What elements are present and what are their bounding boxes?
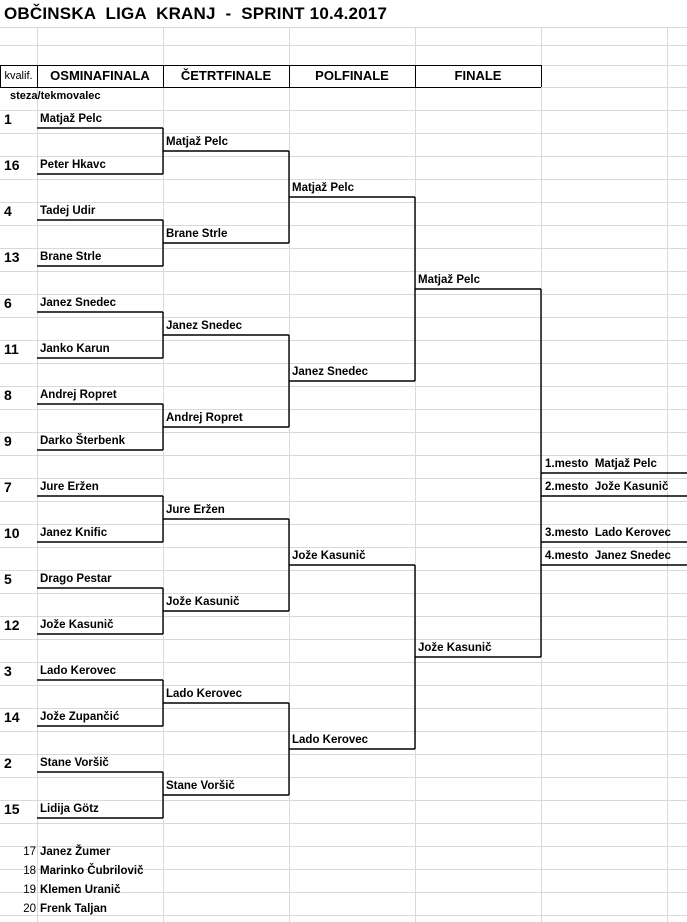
- round2-competitor: Janez Snedec: [166, 320, 243, 332]
- reserve-number: 17: [23, 846, 36, 858]
- round2-competitor: Stane Voršič: [166, 780, 235, 792]
- round1-competitor: Janko Karun: [40, 343, 110, 355]
- seed-number: 3: [4, 663, 12, 679]
- round2-competitor: Brane Strle: [166, 228, 228, 240]
- round3-competitor: Matjaž Pelc: [292, 182, 354, 194]
- seed-number: 2: [4, 755, 12, 771]
- seed-number: 10: [4, 525, 20, 541]
- round3-competitor: Janez Snedec: [292, 366, 369, 378]
- round2-competitor: Jože Kasunič: [166, 596, 240, 608]
- seed-number: 14: [4, 709, 20, 725]
- sheet-title: OBČINSKA LIGA KRANJ - SPRINT 10.4.2017: [4, 4, 388, 23]
- header-round2: ČETRTFINALE: [180, 68, 272, 83]
- round2-competitor: Andrej Ropret: [166, 412, 243, 424]
- round1-competitor: Peter Hkavc: [40, 159, 106, 171]
- reserve-name: Marinko Čubrilovič: [40, 865, 144, 877]
- round1-competitor: Drago Pestar: [40, 573, 112, 585]
- round1-competitor: Darko Šterbenk: [40, 435, 126, 447]
- round1-competitor: Janez Knific: [40, 527, 108, 539]
- seed-number: 9: [4, 433, 12, 449]
- round1-competitor: Janez Snedec: [40, 297, 117, 309]
- seed-number: 6: [4, 295, 12, 311]
- reserve-number: 18: [23, 865, 36, 877]
- subheader-lane-competitor: steza/tekmovalec: [10, 90, 101, 102]
- reserve-number: 20: [23, 903, 36, 915]
- placing-3: 3.mesto Lado Kerovec: [545, 527, 671, 539]
- placing-1: 1.mesto Matjaž Pelc: [545, 458, 657, 470]
- round1-competitor: Jože Kasunič: [40, 619, 114, 631]
- placing-2: 2.mesto Jože Kasunič: [545, 481, 669, 493]
- round2-competitor: Jure Eržen: [166, 504, 225, 516]
- placing-4: 4.mesto Janez Snedec: [545, 550, 671, 562]
- seed-number: 15: [4, 801, 20, 817]
- round3-competitor: Lado Kerovec: [292, 734, 369, 746]
- header-round1: OSMINAFINALA: [50, 68, 150, 83]
- header-round4: FINALE: [454, 68, 502, 83]
- reserve-number: 19: [23, 884, 36, 896]
- seed-number: 12: [4, 617, 20, 633]
- round1-competitor: Matjaž Pelc: [40, 113, 102, 125]
- header-round3: POLFINALE: [315, 68, 389, 83]
- seed-number: 1: [4, 111, 12, 127]
- round1-competitor: Brane Strle: [40, 251, 102, 263]
- seed-number: 5: [4, 571, 12, 587]
- round4-competitor: Jože Kasunič: [418, 642, 492, 654]
- round2-competitor: Matjaž Pelc: [166, 136, 228, 148]
- seed-number: 7: [4, 479, 12, 495]
- reserve-name: Frenk Taljan: [40, 903, 107, 915]
- reserve-name: Janez Žumer: [40, 846, 111, 858]
- reserve-name: Klemen Uranič: [40, 884, 121, 896]
- round1-competitor: Lidija Götz: [40, 803, 99, 815]
- round1-competitor: Andrej Ropret: [40, 389, 117, 401]
- round3-competitor: Jože Kasunič: [292, 550, 366, 562]
- round2-competitor: Lado Kerovec: [166, 688, 243, 700]
- seed-number: 8: [4, 387, 12, 403]
- header-kvalif: kvalif.: [4, 70, 33, 82]
- seed-number: 13: [4, 249, 20, 265]
- round1-competitor: Tadej Udir: [40, 205, 96, 217]
- seed-number: 4: [4, 203, 12, 219]
- round1-competitor: Stane Voršič: [40, 757, 109, 769]
- seed-number: 16: [4, 157, 20, 173]
- round1-competitor: Lado Kerovec: [40, 665, 117, 677]
- round1-competitor: Jure Eržen: [40, 481, 99, 493]
- seed-number: 11: [4, 341, 19, 357]
- round1-competitor: Jože Zupančić: [40, 711, 120, 723]
- round4-competitor: Matjaž Pelc: [418, 274, 480, 286]
